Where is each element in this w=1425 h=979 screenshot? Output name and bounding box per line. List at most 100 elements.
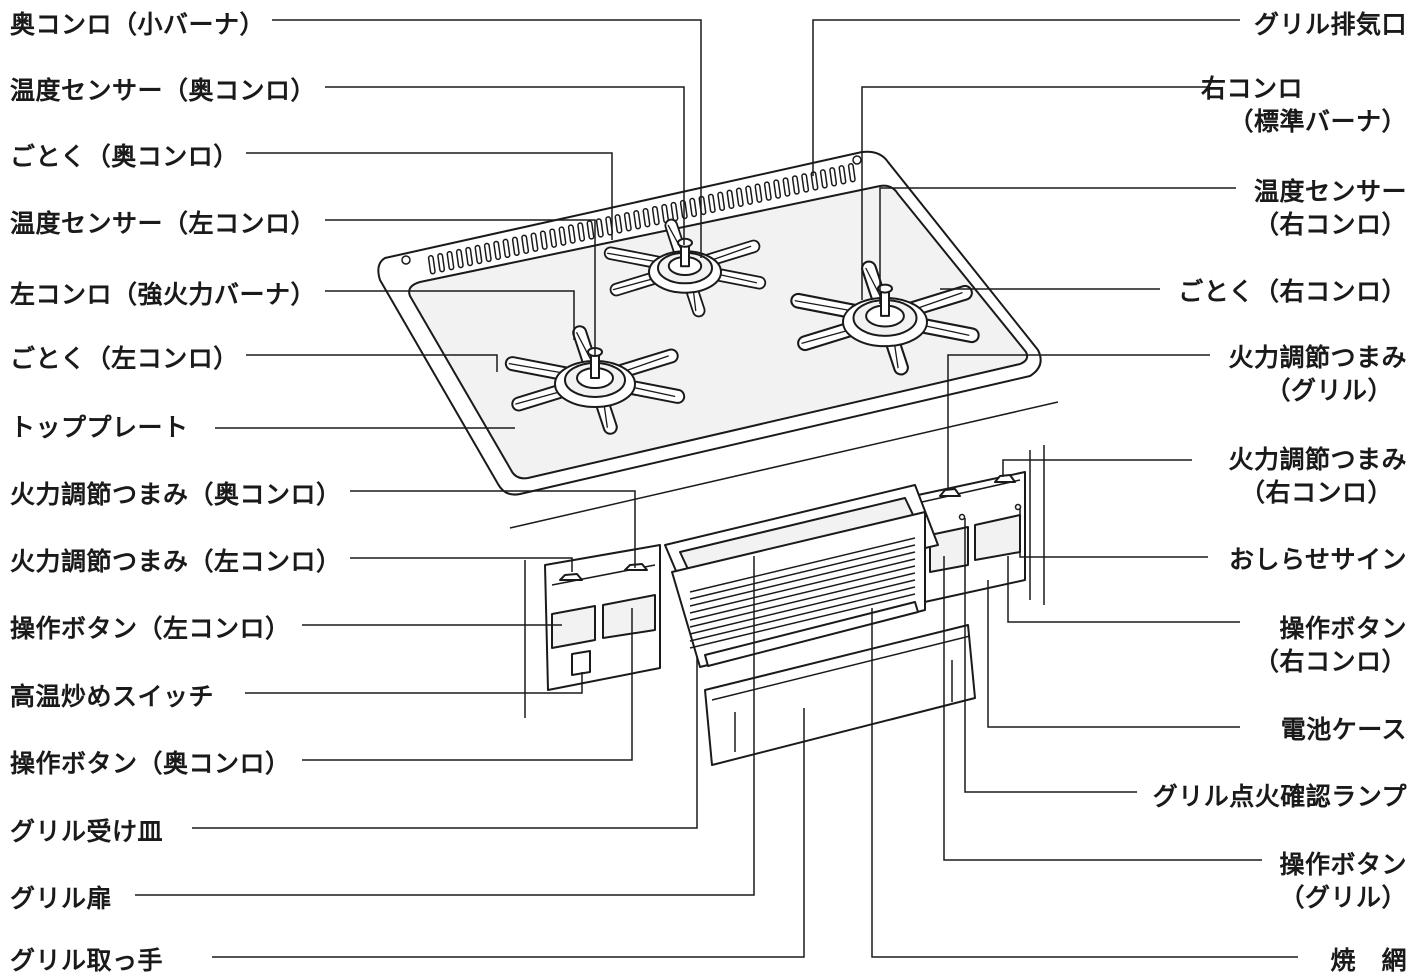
grill-rack [689, 537, 919, 667]
exhaust-slot [801, 173, 810, 193]
exhaust-slot [614, 214, 623, 234]
leader-sensor-hidari [325, 219, 596, 356]
leader-gotoku-oku [246, 152, 613, 240]
exhaust-slot [427, 255, 436, 275]
label-line: トッププレート [10, 413, 189, 442]
leader-battery-case [987, 580, 1240, 728]
exhaust-slot [838, 165, 847, 185]
exhaust-slot [735, 187, 744, 207]
label-sensor-migi: 温度センサー（右コンロ） [1254, 175, 1407, 241]
exhaust-slot [745, 185, 754, 205]
label-line: （標準バーナ） [1228, 107, 1407, 136]
exhaust-slot [465, 246, 474, 267]
rack-wire [689, 558, 916, 614]
exhaust-slot [530, 232, 539, 252]
label-grill-lamp: グリル点火確認ランプ [1153, 780, 1407, 813]
label-line: （グリル） [1265, 376, 1393, 405]
leader-grill-lamp [964, 518, 1137, 793]
exhaust-slot [623, 212, 632, 232]
exhaust-slot [511, 236, 520, 257]
label-line: 操作ボタン [1279, 614, 1407, 643]
label-gotoku-hidari: ごとく（左コンロ） [10, 342, 239, 375]
label-line: （右コンロ） [1239, 478, 1393, 507]
burner-right [790, 260, 980, 376]
leader-sensor-oku [325, 86, 685, 245]
exhaust-slot [829, 167, 838, 187]
label-line: 高温炒めスイッチ [10, 682, 215, 711]
exhaust-slot [791, 175, 800, 195]
label-line: 左コンロ（強火力バーナ） [10, 280, 317, 309]
exhaust-slot [502, 238, 511, 259]
rack-wire [689, 565, 916, 621]
exhaust-slot [782, 177, 791, 197]
trivet-arm-slot [709, 245, 752, 262]
exhaust-slot [483, 242, 492, 263]
label-oku-konro: 奥コンロ（小バーナ） [10, 8, 265, 41]
rack-wire [689, 551, 916, 607]
exhaust-slot [763, 181, 772, 201]
label-line: 火力調節つまみ（奥コンロ） [10, 480, 342, 509]
leader-grill-exhaust [812, 19, 1240, 176]
exhaust-slot [819, 169, 828, 189]
exhaust-slot [539, 230, 548, 250]
leader-oshirase-sign [1019, 508, 1208, 558]
grill-unit [664, 484, 976, 766]
label-line: グリル点火確認ランプ [1152, 782, 1407, 811]
exhaust-slot [567, 224, 576, 244]
label-line: 電池ケース [1280, 715, 1407, 744]
label-line: （右コンロ） [1253, 647, 1407, 676]
leader-knob-hidari [350, 557, 573, 572]
label-knob-hidari: 火力調節つまみ（左コンロ） [10, 545, 342, 578]
label-migi-konro: 右コンロ（標準バーナ） [1201, 72, 1407, 138]
label-button-hidari: 操作ボタン（左コンロ） [10, 612, 291, 645]
label-grill-door: グリル扉 [10, 882, 112, 915]
label-line: 操作ボタン（左コンロ） [10, 614, 291, 643]
label-line: 奥コンロ（小バーナ） [10, 10, 266, 39]
exhaust-slot [847, 163, 856, 183]
label-line: 操作ボタン [1279, 850, 1407, 879]
leader-button-grill [943, 556, 1262, 861]
rack-wire [689, 544, 916, 600]
burner-back [603, 218, 767, 318]
leader-koon-switch [245, 672, 583, 694]
label-line: 火力調節つまみ [1228, 343, 1407, 372]
label-button-grill: 操作ボタン（グリル） [1279, 848, 1407, 914]
leader-grill-handle [212, 708, 805, 958]
leader-yakiami [871, 608, 1298, 958]
leader-grill-door [135, 556, 755, 896]
exhaust-slot [577, 222, 586, 242]
label-knob-migi: 火力調節つまみ（右コンロ） [1228, 443, 1407, 509]
label-line: 焼 網 [1330, 946, 1407, 975]
rack-wire [689, 537, 916, 593]
label-grill-exhaust: グリル排気口 [1254, 8, 1407, 41]
control-panel [544, 471, 1026, 691]
label-line: おしらせサイン [1228, 545, 1407, 574]
exhaust-slot [493, 240, 502, 261]
exhaust-slot [689, 197, 698, 218]
sensor-tip [677, 237, 693, 248]
exhaust-slot [455, 248, 464, 269]
leader-button-oku [302, 608, 633, 761]
label-grill-handle: グリル取っ手 [10, 944, 163, 977]
label-line: グリル取っ手 [10, 946, 164, 975]
leader-button-migi [1007, 556, 1240, 623]
top-plate-shape [377, 150, 1042, 496]
exhaust-slot [558, 226, 567, 246]
cabinet-lines [509, 401, 1059, 718]
label-yakiami: 焼 網 [1330, 944, 1407, 977]
label-button-oku: 操作ボタン（奥コンロ） [10, 747, 291, 780]
sensor-tip [877, 283, 893, 294]
exhaust-slot [726, 189, 735, 209]
label-gotoku-oku: ごとく（奥コンロ） [10, 140, 239, 173]
exhaust-slot [586, 220, 595, 240]
label-top-plate: トッププレート [10, 411, 189, 444]
rack-wire [689, 586, 916, 642]
exhaust-slot [633, 210, 642, 230]
exhaust-slot [679, 199, 688, 220]
leader-knob-oku [350, 490, 636, 568]
leader-migi-konro [861, 86, 1210, 300]
label-line: ごとく（奥コンロ） [10, 142, 239, 171]
leader-sensor-migi [879, 187, 1236, 304]
leader-lines [135, 19, 1298, 958]
